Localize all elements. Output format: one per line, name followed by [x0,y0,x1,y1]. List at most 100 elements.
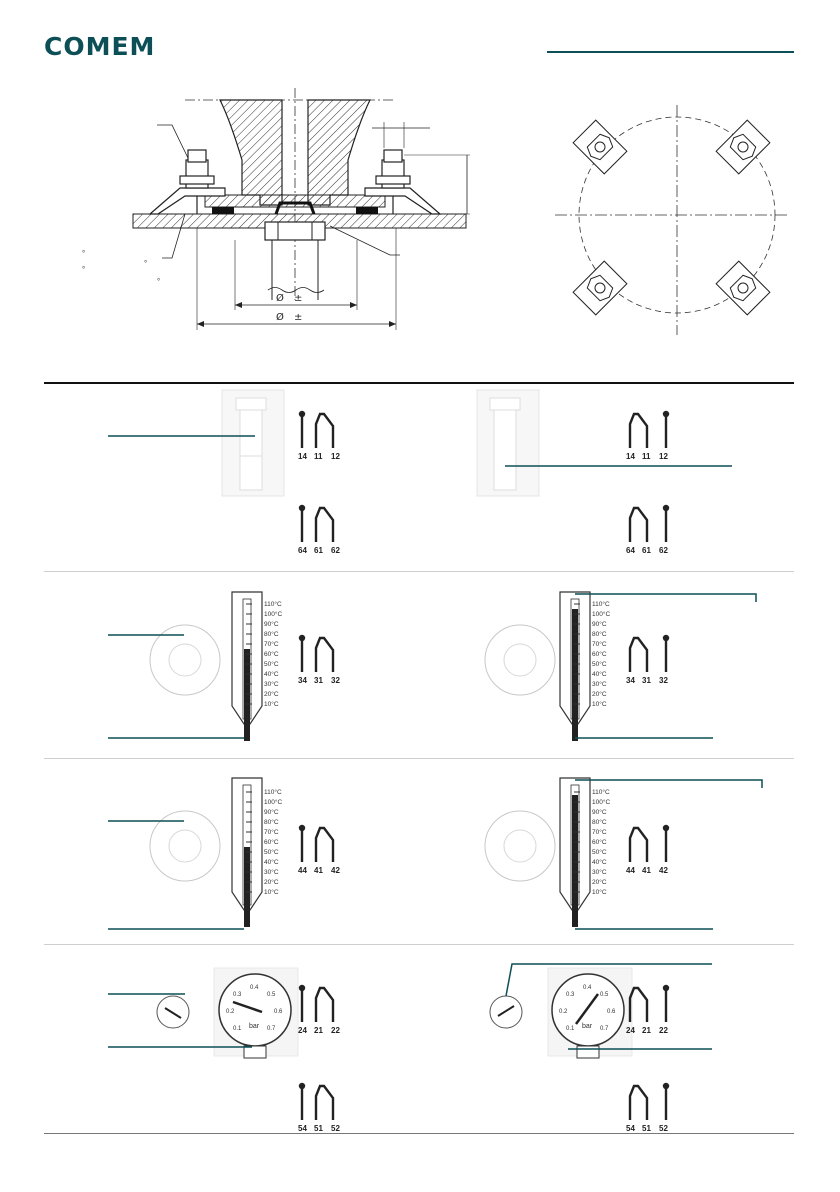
scale-label: 100°C [264,610,282,618]
contact-label: 22 [659,1026,668,1035]
contact-label: 34 [298,676,307,685]
scale-label: 60°C [592,650,607,658]
contact-group: 54 51 52 [626,1082,670,1133]
row-divider [44,944,794,945]
contact-bridge [628,986,649,1022]
scale-label: 10°C [592,700,607,708]
contact-label: 54 [626,1124,635,1133]
contact-bridge [314,1084,335,1120]
scale-label: 100°C [592,798,610,806]
row-2-right-thermometer [559,591,591,741]
scale-label: 20°C [264,878,279,886]
contact-bridge [628,412,649,448]
row-4-right-small-gauge [489,995,523,1029]
scale-label: 70°C [264,828,279,836]
scale-label: 100°C [264,798,282,806]
contact-label: 31 [314,676,323,685]
degree-mark: ° [82,249,85,258]
dim-tolerance-inner: ± [294,293,302,304]
contact-label: 34 [626,676,635,685]
contact-pin [298,824,306,832]
gauge-label: 0.7 [600,1026,609,1032]
contact-bridge [628,1084,649,1120]
contact-label: 52 [331,1124,340,1133]
scale-label: 80°C [264,818,279,826]
contact-bridge [314,986,335,1022]
leader-line [575,779,763,788]
contact-label: 42 [331,866,340,875]
row-3-left-dial [149,810,221,882]
scale-label: 90°C [264,620,279,628]
scale-label: 50°C [592,660,607,668]
contact-label: 24 [298,1026,307,1035]
contact-pin [662,824,670,832]
scale-label: 70°C [592,828,607,836]
contact-label: 52 [659,1124,668,1133]
contact-label: 61 [642,546,651,555]
scale-label: 30°C [264,868,279,876]
bolt-clamp-bottom-right [715,260,771,316]
scale-label: 40°C [592,858,607,866]
row-2-left-dial [149,624,221,696]
contact-label: 64 [298,546,307,555]
scale-label: 30°C [264,680,279,688]
contact-label: 61 [314,546,323,555]
gauge-label: 0.6 [607,1009,616,1015]
scale-label: 100°C [592,610,610,618]
gauge-label: 0.1 [566,1026,575,1032]
contact-label: 11 [314,452,323,461]
gauge-unit: bar [249,1023,260,1030]
contact-label: 31 [642,676,651,685]
contact-label: 51 [642,1124,651,1133]
scale-label: 40°C [592,670,607,678]
scale-label: 40°C [264,858,279,866]
bolt-clamp-top-right [715,119,771,175]
scale-label: 90°C [264,808,279,816]
contact-label: 54 [298,1124,307,1133]
contact-group: 54 51 52 [298,1082,340,1133]
contact-label: 12 [331,452,340,461]
contact-label: 62 [659,546,668,555]
bolt-clamp-bottom-left [572,260,628,316]
gauge-label: 0.1 [233,1026,242,1032]
contact-label: 51 [314,1124,323,1133]
scale-label: 90°C [592,620,607,628]
scale-label: 110°C [264,788,282,796]
bolt-clamp-top-left [572,119,628,175]
contact-label: 21 [314,1026,323,1035]
scale-label: 90°C [592,808,607,816]
leader-line [505,963,712,997]
contact-bridge [628,506,649,542]
scale-label: 50°C [264,660,279,668]
scale-label: 110°C [592,788,610,796]
scale-label: 110°C [592,600,610,608]
gauge-label: 0.2 [559,1009,568,1015]
scale-label: 10°C [264,888,279,896]
row-4-right-pressure-gauge [547,967,633,1059]
contact-bridge [314,636,335,672]
scale-label: 80°C [592,630,607,638]
gauge-label: 0.3 [233,992,242,998]
gauge-label: 0.5 [600,992,609,998]
row-4-left-small-gauge [156,995,190,1029]
dim-diameter-outer: Ø [276,311,284,323]
bottom-rule [44,1133,794,1134]
gauge-label: 0.4 [583,985,592,991]
comem-logo: COMEM [44,32,156,61]
row-1-left-product [221,389,285,497]
contact-bridge [314,826,335,862]
contact-label: 64 [626,546,635,555]
contact-label: 14 [298,452,307,461]
row-4-left-pressure-gauge [213,967,299,1059]
gauge-label: 0.6 [274,1009,283,1015]
row-2-left-thermometer [231,591,263,741]
dim-diameter-inner: Ø [276,292,284,304]
section-rule [44,382,794,384]
header-rule [547,51,794,53]
